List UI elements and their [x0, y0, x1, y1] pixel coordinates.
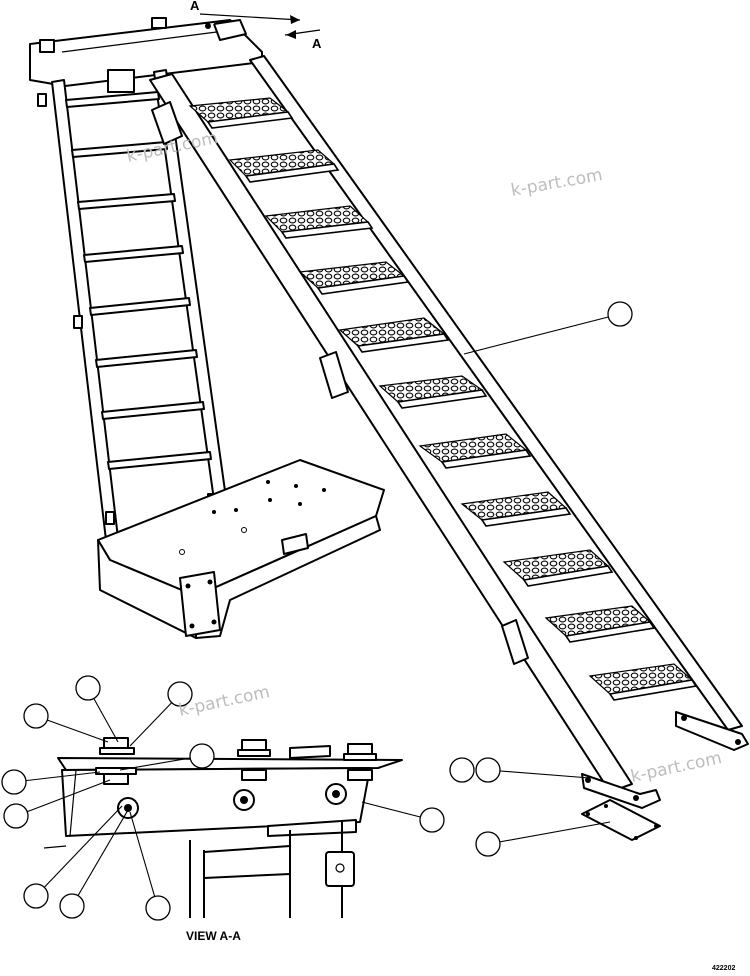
callout-balloon — [23, 883, 49, 909]
callout-balloons — [1, 301, 633, 921]
stair-treads — [188, 97, 698, 701]
watermark: k-part.com — [177, 682, 272, 721]
callout-balloon — [1, 769, 27, 795]
callout-balloon — [75, 675, 101, 701]
callout-balloon — [167, 681, 193, 707]
callout-balloon — [475, 757, 501, 783]
watermark: k-part.com — [629, 748, 724, 787]
ladder-rungs — [65, 91, 212, 470]
callout-balloon — [59, 893, 85, 919]
callout-balloon — [475, 831, 501, 857]
drawing-number: 422202 — [712, 965, 735, 972]
callout-balloon — [419, 807, 445, 833]
callout-balloon — [449, 757, 475, 783]
section-marker-top: A — [190, 0, 200, 13]
view-caption: VIEW A-A — [186, 929, 241, 943]
bolt-stack-middle — [233, 739, 271, 811]
callout-balloon — [145, 895, 171, 921]
leader-lines — [13, 313, 621, 909]
section-marker-arrow: A — [312, 36, 322, 51]
top-platform — [29, 17, 263, 93]
bolt-stack-right — [325, 743, 377, 805]
ladder-base-box — [97, 459, 385, 639]
callout-balloon — [189, 743, 215, 769]
callout-balloon — [607, 301, 633, 327]
detail-view-a-a: VIEW A-A — [43, 737, 403, 943]
inclined-staircase — [149, 55, 749, 841]
section-cut-arrows: A A — [190, 0, 322, 51]
callout-balloon — [23, 703, 49, 729]
watermark: k-part.com — [509, 165, 604, 201]
vertical-ladder — [37, 69, 227, 541]
callout-balloon — [3, 803, 29, 829]
bolt-stack-left — [95, 737, 139, 819]
